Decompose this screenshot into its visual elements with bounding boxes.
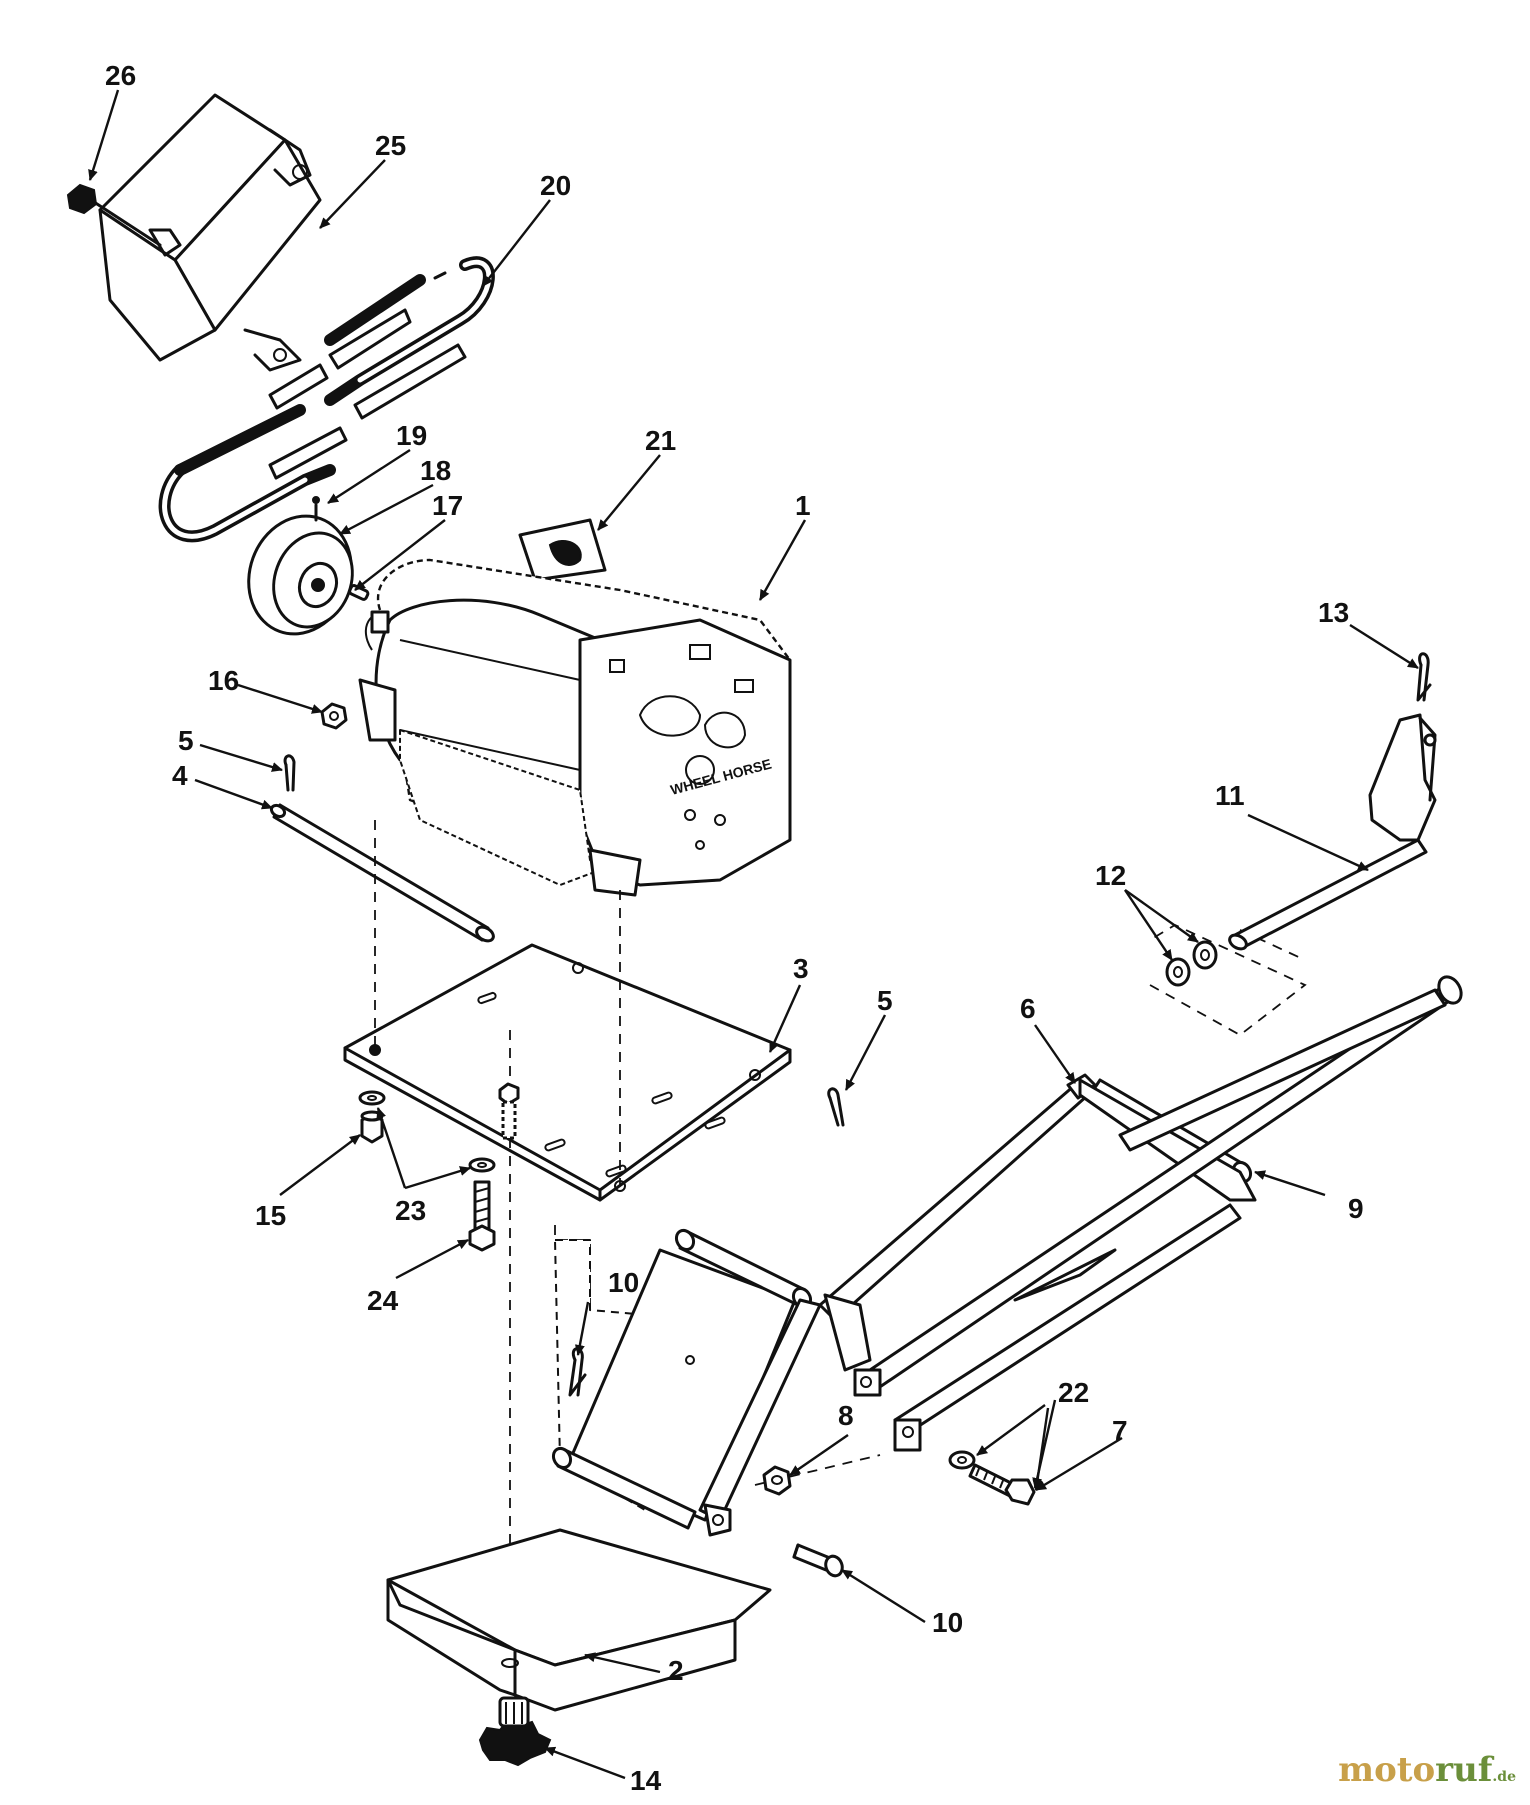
bolt-16 bbox=[360, 1110, 384, 1144]
callout-15: 14 bbox=[630, 1765, 662, 1796]
washer-24b bbox=[468, 1157, 496, 1173]
rod bbox=[269, 803, 495, 943]
callout-24: 23 bbox=[395, 1195, 426, 1226]
callout-12: 11 bbox=[1215, 780, 1245, 811]
nut-27 bbox=[66, 183, 162, 247]
callout-17: 16 bbox=[208, 665, 239, 696]
base-bracket bbox=[386, 1528, 772, 1712]
callout-5a: 5 bbox=[178, 725, 194, 756]
callout-1: 1 bbox=[795, 490, 811, 521]
pulley bbox=[247, 514, 354, 636]
callout-26: 25 bbox=[375, 130, 406, 161]
nut-17 bbox=[320, 702, 348, 730]
washers-13 bbox=[1165, 940, 1218, 987]
lever-clip bbox=[1416, 652, 1432, 702]
callout-25: 24 bbox=[367, 1285, 399, 1316]
callout-2: 2 bbox=[668, 1655, 684, 1686]
lever bbox=[1228, 713, 1437, 951]
bolt-7 bbox=[968, 1463, 1036, 1506]
callout-21: 20 bbox=[540, 170, 571, 201]
belt-guard bbox=[98, 93, 322, 372]
callout-23: 22 bbox=[1058, 1377, 1089, 1408]
callout-19: 18 bbox=[420, 455, 451, 486]
callout-3: 3 bbox=[793, 953, 809, 984]
cotter-pin-right bbox=[827, 1087, 845, 1127]
callout-20: 19 bbox=[396, 420, 427, 451]
set-screw bbox=[312, 496, 320, 522]
mounting-plate bbox=[343, 943, 792, 1202]
cotter-pin-upper bbox=[283, 754, 296, 792]
callout-6: 6 bbox=[1020, 993, 1036, 1024]
callouts: 26 25 20 19 18 17 21 1 13 16 5 4 11 12 3… bbox=[105, 60, 1364, 1796]
assembly-lines bbox=[374, 820, 1307, 1660]
watermark-name-b: ruf bbox=[1435, 1750, 1493, 1790]
callout-4: 4 bbox=[172, 760, 188, 791]
callout-14: 13 bbox=[1318, 597, 1349, 628]
callout-10-label: 10 bbox=[932, 1607, 963, 1638]
callout-22: 21 bbox=[645, 425, 676, 456]
callout-9: 9 bbox=[1348, 1193, 1364, 1224]
watermark-tld: .de bbox=[1492, 1769, 1516, 1785]
leader-lines bbox=[88, 89, 1419, 1780]
callout-5b: 5 bbox=[877, 985, 893, 1016]
callout-16: 15 bbox=[255, 1200, 286, 1231]
handle-frame bbox=[818, 975, 1463, 1452]
callout-11: 10 bbox=[608, 1267, 639, 1298]
pin-10 bbox=[792, 1543, 844, 1578]
motor: WHEEL HORSE bbox=[358, 558, 792, 897]
callout-7: 7 bbox=[1112, 1415, 1128, 1446]
callout-18: 17 bbox=[432, 490, 463, 521]
callout-8: 8 bbox=[838, 1400, 854, 1431]
decal bbox=[518, 518, 607, 582]
nut-8 bbox=[762, 1465, 792, 1496]
watermark-name-a: moto bbox=[1338, 1750, 1436, 1790]
bolt-upper bbox=[498, 1082, 520, 1140]
bolt-25 bbox=[468, 1180, 496, 1252]
knob bbox=[478, 1696, 552, 1767]
watermark-logo: motoruf.de bbox=[1338, 1750, 1516, 1790]
washer-24a bbox=[358, 1090, 386, 1106]
callout-27: 26 bbox=[105, 60, 136, 91]
washer-23 bbox=[948, 1450, 976, 1470]
callout-13: 12 bbox=[1095, 860, 1126, 891]
upright-frame bbox=[551, 1228, 822, 1537]
